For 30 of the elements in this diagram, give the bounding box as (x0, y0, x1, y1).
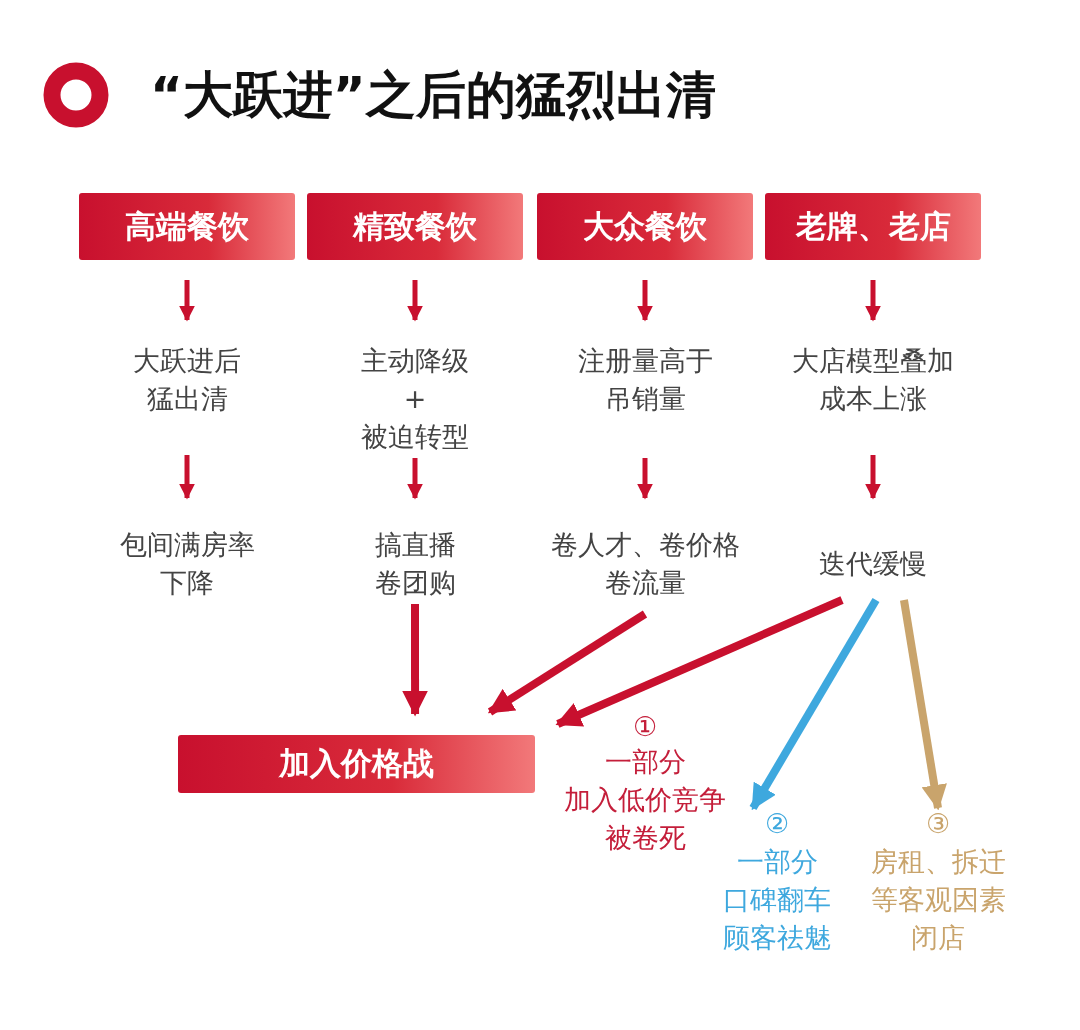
arrow (637, 458, 653, 500)
arrow (637, 280, 653, 322)
node-text: 迭代缓慢 (819, 547, 927, 581)
category-banner: 高端餐饮 (79, 193, 295, 260)
node-text: 注册量高于吊销量 (577, 344, 713, 416)
node-text: 房租、拆迁等客观因素闭店 (870, 845, 1006, 955)
arrow (865, 455, 881, 500)
circled-number: ① (631, 710, 659, 744)
node-text: 包间满房率下降 (119, 528, 255, 600)
node-text: 卷人才、卷价格卷流量 (550, 528, 740, 600)
category-banner: 老牌、老店 (765, 193, 981, 260)
title: “大跃进”之后的猛烈出清 (150, 65, 716, 126)
circled-number: ② (764, 807, 790, 841)
arrow (407, 280, 423, 322)
category-banner: 大众餐饮 (537, 193, 753, 260)
arrow (555, 596, 844, 728)
arrow (179, 280, 195, 322)
node-text: 搞直播卷团购 (374, 528, 456, 600)
arrow (179, 455, 195, 500)
arrow (749, 597, 880, 811)
arrow (407, 458, 423, 500)
arrow (487, 610, 648, 716)
circled-number: ③ (925, 807, 951, 841)
node-text: 主动降级 + 被迫转型 (361, 344, 469, 454)
arrow (865, 280, 881, 322)
node-text: 大跃进后猛出清 (133, 344, 241, 416)
node-text: 大店模型叠加成本上涨 (792, 344, 954, 416)
category-banner: 精致餐饮 (307, 193, 523, 260)
category-banner: 加入价格战 (178, 735, 535, 793)
arrow (900, 599, 947, 811)
